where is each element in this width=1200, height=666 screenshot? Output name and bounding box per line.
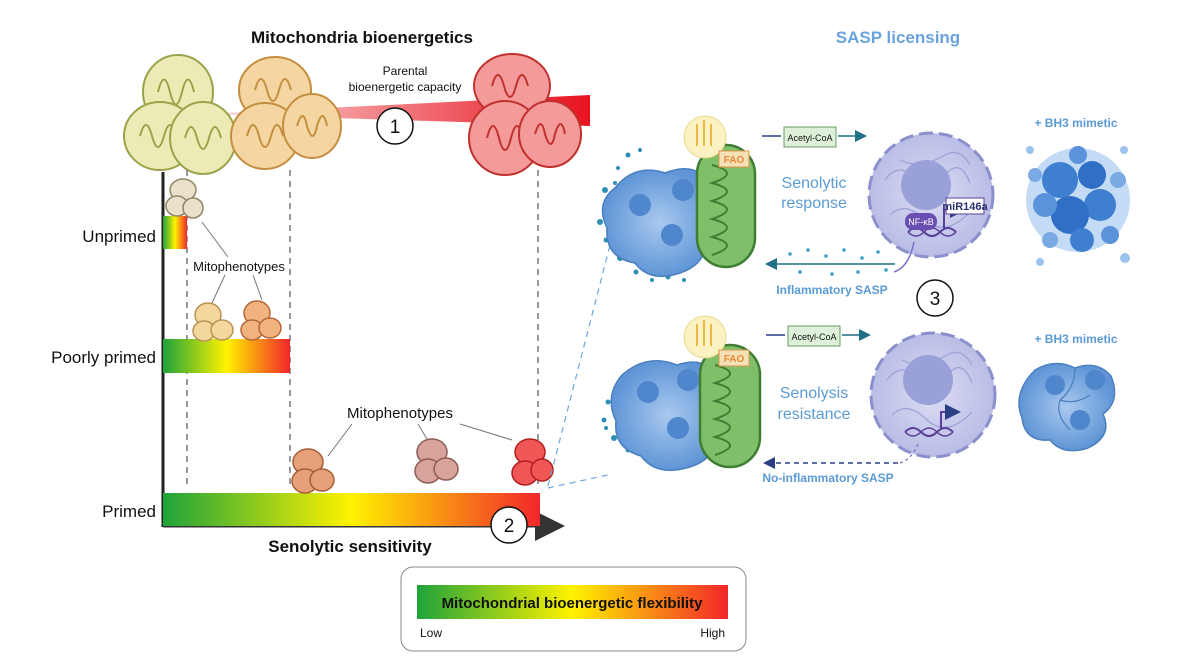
callout-line-f [459, 423, 513, 441]
marker-1-circle [376, 107, 414, 145]
apoptotic-cells-cluster [1026, 146, 1130, 266]
acetyl-coa-box-bottom [787, 325, 841, 347]
nfkb-pill [905, 213, 937, 230]
response-line2-top: response [781, 195, 847, 212]
acetyl-coa-box-top [783, 126, 837, 148]
callout-line-a [201, 221, 229, 258]
transcription-arrow-bottom [940, 404, 961, 428]
acetyl-coa-label-top: Acetyl-CoA [787, 133, 832, 143]
fao-label-top: FAO [724, 155, 745, 166]
mito-small-primed-brown [291, 448, 335, 494]
marker-3-label: 3 [930, 289, 941, 310]
legend-title: Mitochondrial bioenergetic flexibility [442, 595, 704, 612]
mitochondria-cluster-red [468, 53, 582, 176]
marker-2-label: 2 [504, 516, 515, 537]
marker-1-label: 1 [390, 117, 401, 138]
bh3-label-bottom: + BH3 mimetic [1034, 332, 1117, 346]
senescent-cells-bottom [610, 360, 727, 471]
mitochondria-cluster-orange [230, 56, 342, 170]
lipid-droplet-bottom [683, 315, 727, 359]
mitochondrion-top [695, 143, 757, 269]
parental-label-line2: bioenergetic capacity [349, 80, 462, 94]
mito-small-primed-red [511, 438, 554, 486]
no-inflammatory-sasp-label: No-inflammatory SASP [762, 471, 893, 485]
callout-line-c [252, 274, 263, 301]
mitochondria-cluster-yellow [123, 54, 237, 175]
response-line1-top: Senolytic [782, 175, 847, 192]
acetyl-coa-label-bottom: Acetyl-CoA [791, 332, 836, 342]
marker-3-circle [916, 279, 954, 317]
dna-strand-bottom [904, 427, 954, 437]
nucleus-to-sasp-curve [893, 241, 915, 273]
mitophenotypes-upper-label: Mitophenotypes [193, 259, 285, 274]
fao-box-bottom [718, 349, 750, 367]
mitophenotypes-lower-label: Mitophenotypes [347, 405, 453, 422]
sasp-particles-mid [788, 248, 888, 276]
callout-line-d [327, 423, 353, 457]
primed-bar [163, 493, 540, 526]
unprimed-bar [163, 216, 187, 249]
inflammatory-sasp-label: Inflammatory SASP [776, 283, 887, 297]
poorly-primed-bar [163, 339, 290, 373]
x-axis-label: Senolytic sensitivity [268, 537, 432, 556]
nucleus-bottom [869, 331, 997, 459]
mitochondrion-bottom [698, 343, 762, 469]
parental-label-line1: Parental [383, 64, 428, 78]
senescent-cells-top [601, 168, 718, 278]
legend-high-label: High [700, 626, 725, 640]
lipid-droplet-top [683, 115, 727, 159]
row-label-poorly-primed: Poorly primed [51, 348, 156, 367]
mito-small-poorly-primed-yellow [192, 302, 234, 342]
right-panel-title: SASP licensing [836, 28, 960, 47]
dna-strand-bottom-2 [904, 427, 954, 437]
nucleus-to-sasp-curve-bottom [899, 443, 919, 464]
response-line2-bottom: resistance [778, 406, 851, 423]
nucleus-top [867, 131, 995, 259]
response-line1-bottom: Senolysis [780, 385, 848, 402]
callout-line-b [211, 274, 226, 304]
mito-small-poorly-primed-orange [240, 300, 282, 341]
nfkb-label: NF-κB [908, 217, 934, 227]
zoom-line-top [547, 244, 611, 487]
surviving-cells-cluster [1018, 362, 1116, 452]
mito-small-primed-mauve [414, 438, 459, 484]
marker-2-circle [490, 506, 528, 544]
mito-small-unprimed [165, 178, 204, 219]
left-panel-title: Mitochondria bioenergetics [251, 28, 473, 47]
fao-label-bottom: FAO [724, 354, 745, 365]
legend-low-label: Low [420, 626, 442, 640]
mirna-box [945, 197, 985, 215]
bh3-label-top: + BH3 mimetic [1034, 116, 1117, 130]
legend-gradient-bar [417, 585, 728, 619]
row-label-primed: Primed [102, 502, 156, 521]
mirna-label: miR146a [942, 201, 988, 213]
fao-box-top [718, 150, 750, 168]
zoom-line-bottom [547, 473, 613, 489]
row-label-unprimed: Unprimed [82, 227, 156, 246]
